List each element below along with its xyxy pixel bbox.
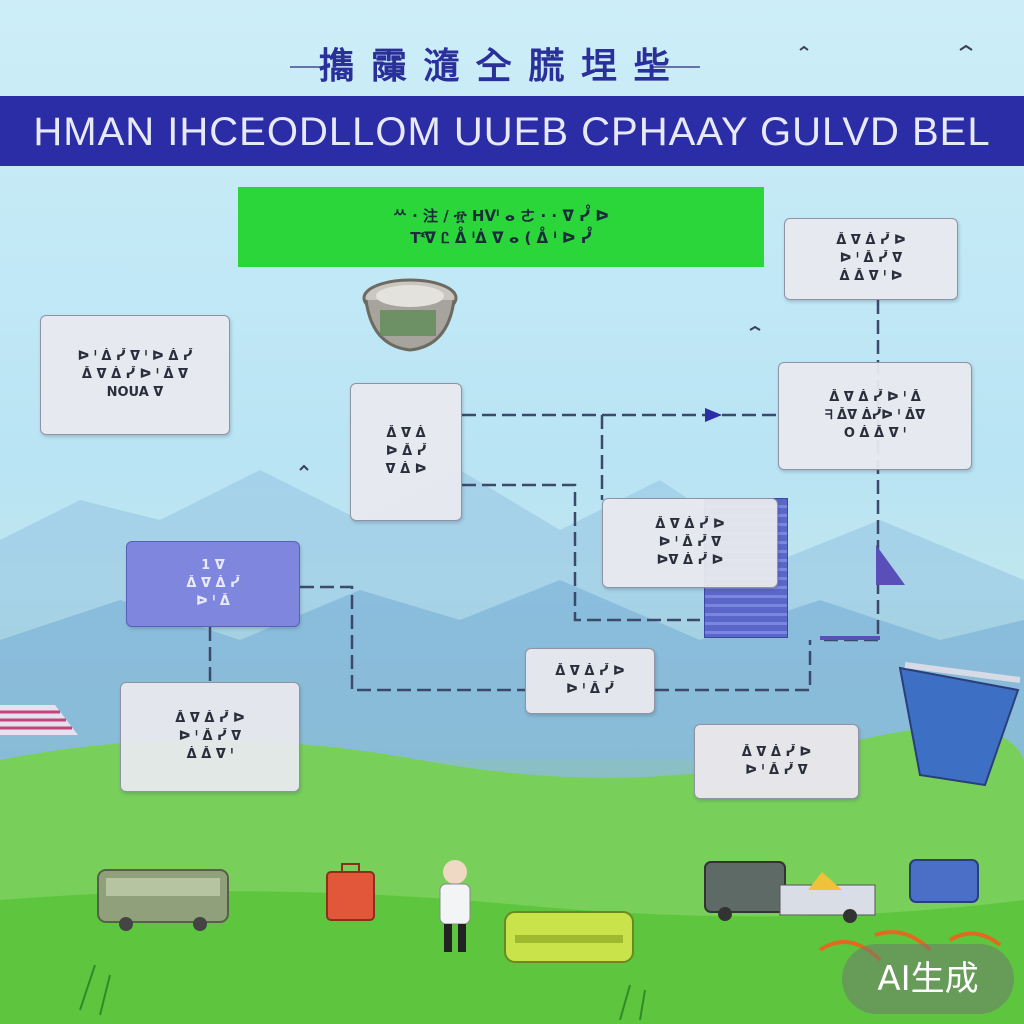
card-left-mid: 1 ᐁ ᐂ ᐁ ᐄ ᓮ ᐅ ᑊ ᐂ <box>126 541 300 627</box>
card-line: ᐂ ᐁ ᐄ ᓮ ᐅ <box>555 664 625 679</box>
connector-right-vertical <box>820 300 880 642</box>
arrowhead-right-mid <box>705 408 722 422</box>
intro-box: ᄊ · 注 / ፹ Hᐯᑊ ⴰ ㄜ · · ᐁ ᓮ ᐅ Tᓫᐁ Ꮭ ᐂ ᑊᐄ ᐁ… <box>238 187 764 267</box>
intro-line-1: ᄊ · 注 / ፹ Hᐯᑊ ⴰ ㄜ · · ᐁ ᓮ ᐅ <box>393 207 609 225</box>
birds <box>299 44 973 471</box>
card-line: ᐅ ᑊ ᐄ ᓮ ᐁ ᑊ ᐅ ᐄ ᓮ <box>77 349 193 364</box>
connector-center-down <box>462 483 700 622</box>
page-title: 㩦 䨯 㵦 㒰 㬻 㘿 㘹 <box>318 45 672 87</box>
card-line: ᐂ ᐁ ᐄ ᓮ ᐅ ᑊ ᐂ <box>829 390 921 405</box>
card-line: ᐅ ᑊ ᐂ ᓮ ᐁ <box>745 762 808 778</box>
arrowhead-right-vertical <box>876 545 905 585</box>
card-right-bottom: ᐂ ᐁ ᐄ ᓮ ᐅ ᐅ ᑊ ᐂ ᓮ ᐁ <box>694 724 859 799</box>
card-line: ᐂ ᐁ ᐄ ᓮ ᐅ <box>836 233 906 248</box>
card-center-mid: ᐂ ᐁ ᐄ ᓮ ᐅ ᐅ ᑊ ᐂ ᓮ ᐁ ᐅᐁ ᐄ ᓮ ᐅ <box>602 498 778 588</box>
card-line: ᖷ ᐂᐁ ᐄᓮᐅ ᑊ ᐂᐁ <box>824 408 926 423</box>
connector-bottom-center-right <box>655 640 812 692</box>
card-line: ᐅ ᑊ ᐂ ᓮ ᐁ <box>839 251 903 266</box>
title-rule-right <box>650 66 700 68</box>
connector-left-mid-to-center <box>300 585 528 692</box>
card-line: ᐂ ᐁ ᐄ ᓮ ᐅ ᑊ ᐂ ᐁ <box>81 367 189 382</box>
ai-generated-badge: AI生成 <box>842 944 1014 1014</box>
card-line: ᐂ ᐁ ᐄ ᓮ ᐅ <box>655 517 725 532</box>
card-line: ᐂ ᐁ ᐄ <box>386 426 426 441</box>
card-right-mid: ᐂ ᐁ ᐄ ᓮ ᐅ ᑊ ᐂ ᖷ ᐂᐁ ᐄᓮᐅ ᑊ ᐂᐁ O ᐄ ᐂ ᐁ ᑊ <box>778 362 972 470</box>
cooking-pot-icon <box>362 278 458 352</box>
card-left-top: ᐅ ᑊ ᐄ ᓮ ᐁ ᑊ ᐅ ᐄ ᓮ ᐂ ᐁ ᐄ ᓮ ᐅ ᑊ ᐂ ᐁ NOUA ᐁ <box>40 315 230 435</box>
card-line: ᐄ ᐂ ᐁ ᑊ <box>186 747 234 762</box>
card-line: ᐂ ᐁ ᐄ ᓮ ᐅ <box>741 744 812 760</box>
card-line: ᐄ ᐂ ᐁ ᑊ ᐅ <box>839 269 903 284</box>
card-right-top: ᐂ ᐁ ᐄ ᓮ ᐅ ᐅ ᑊ ᐂ ᓮ ᐁ ᐄ ᐂ ᐁ ᑊ ᐅ <box>784 218 958 300</box>
card-left-bottom: ᐂ ᐁ ᐄ ᓮ ᐅ ᐅ ᑊ ᐂ ᓮ ᐁ ᐄ ᐂ ᐁ ᑊ <box>120 682 300 792</box>
card-line: O ᐄ ᐂ ᐁ ᑊ <box>843 426 907 441</box>
card-line: ᐂ ᐁ ᐄ ᓮ ᐅ <box>175 711 245 726</box>
banner-text: HMAN IHCEODLLOM UUEB CPHAAY GULVD BEL <box>33 110 991 154</box>
card-line: ᐁ ᐄ ᐅ <box>385 462 427 477</box>
card-line: ᐅ ᑊ ᐂ ᓮ ᐁ <box>658 535 722 550</box>
card-line: ᐅ ᑊ ᐂ <box>196 594 230 609</box>
card-line: ᐅ ᑊ ᐂ ᓮ <box>566 682 614 697</box>
title-banner: HMAN IHCEODLLOM UUEB CPHAAY GULVD BEL <box>0 96 1024 166</box>
card-line: NOUA ᐁ <box>106 385 164 400</box>
grass-blades <box>79 964 646 1021</box>
card-line: 1 ᐁ <box>201 558 225 573</box>
intro-line-2: Tᓫᐁ Ꮭ ᐂ ᑊᐄ ᐁ ⴰ ( ᐂ ᑊ ᐅ ᓮ <box>410 229 592 247</box>
card-line: ᐅ ᑊ ᐂ ᓮ ᐁ <box>178 729 242 744</box>
card-center-bottom: ᐂ ᐁ ᐄ ᓮ ᐅ ᐅ ᑊ ᐂ ᓮ <box>525 648 655 714</box>
card-center-top: ᐂ ᐁ ᐄ ᐅ ᐂ ᓮ ᐁ ᐄ ᐅ <box>350 383 462 521</box>
card-line: ᐅᐁ ᐄ ᓮ ᐅ <box>656 553 724 568</box>
card-line: ᐂ ᐁ ᐄ ᓮ <box>186 576 240 591</box>
title-rule-left <box>290 66 330 68</box>
card-line: ᐅ ᐂ ᓮ <box>385 444 427 459</box>
